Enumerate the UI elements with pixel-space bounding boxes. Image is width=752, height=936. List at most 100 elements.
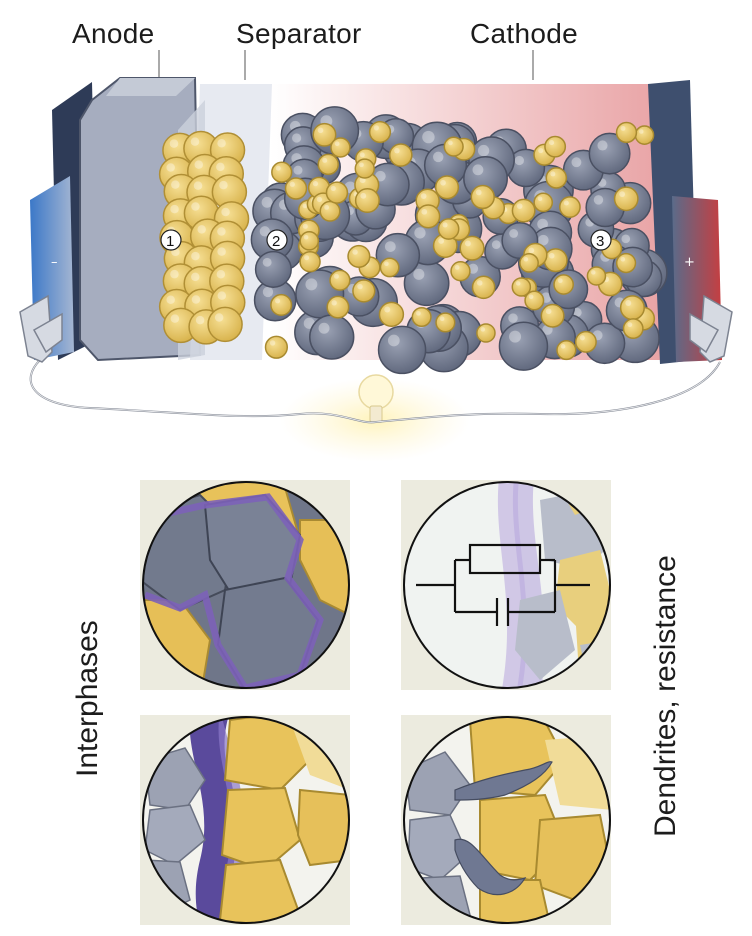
particle-highlight <box>442 222 448 228</box>
particle-highlight <box>333 273 339 279</box>
particle-highlight <box>448 140 453 146</box>
zoom-equivalent-circuit <box>401 480 611 690</box>
particle-highlight <box>591 270 596 275</box>
particle-highlight <box>625 300 632 306</box>
cathode-yellow-particle <box>435 312 456 333</box>
particle-highlight <box>538 147 544 154</box>
particle-highlight <box>416 310 421 316</box>
particle-highlight <box>439 316 445 322</box>
particle-highlight <box>166 163 175 172</box>
cathode-yellow-particle <box>299 250 321 273</box>
cathode-yellow-particle <box>622 318 644 339</box>
cathode-yellow-particle <box>511 198 536 223</box>
particle-highlight <box>509 229 519 238</box>
particle-highlight <box>191 272 200 282</box>
cathode-yellow-particle <box>476 323 496 343</box>
cathode-gray-particle <box>254 250 292 288</box>
particle-highlight <box>293 165 303 175</box>
particle-highlight <box>195 315 205 325</box>
cathode-yellow-particle <box>326 295 350 319</box>
particle-highlight <box>440 179 446 186</box>
particle-highlight <box>357 283 363 290</box>
particle-highlight <box>472 164 484 176</box>
cathode-yellow-particle <box>317 153 339 176</box>
particle-highlight <box>387 334 400 347</box>
particle-highlight <box>324 204 330 210</box>
particle-highlight <box>619 191 626 198</box>
cathode-yellow-particle <box>330 137 351 158</box>
particle-highlight <box>262 286 274 298</box>
right-clip-icon <box>689 294 733 363</box>
particle-highlight <box>318 322 330 334</box>
cathode-yellow-particle <box>270 293 293 316</box>
particle-highlight <box>219 180 228 190</box>
cathode-yellow-particle <box>615 252 637 274</box>
cathode-yellow-particle <box>553 274 574 295</box>
cathode-yellow-particle <box>352 279 376 303</box>
particle-highlight <box>303 234 309 240</box>
particle-highlight <box>572 307 582 318</box>
particle-highlight <box>384 306 391 313</box>
particle-highlight <box>360 192 367 199</box>
cathode-yellow-particle <box>312 122 337 147</box>
cathode-gray-particle <box>377 325 427 375</box>
cathode-yellow-particle <box>558 196 581 218</box>
particle-highlight <box>384 241 396 252</box>
cathode-yellow-particle <box>556 339 577 361</box>
particle-highlight <box>305 278 318 291</box>
particle-highlight <box>433 151 444 163</box>
particle-highlight <box>420 193 427 200</box>
cathode-yellow-particle <box>613 186 639 212</box>
zoom-dendrites <box>401 715 611 925</box>
cathode-yellow-particle <box>271 161 293 183</box>
marker-1: 1 <box>160 229 182 251</box>
particle-highlight <box>422 130 435 144</box>
particle-highlight <box>545 308 552 315</box>
cathode-yellow-particle <box>378 301 405 328</box>
particle-highlight <box>312 181 319 187</box>
cathode-yellow-particle <box>411 306 432 328</box>
left-clip-icon <box>19 294 63 363</box>
marker-2: 2 <box>266 229 288 251</box>
particle-highlight <box>170 204 179 214</box>
cathode-yellow-particle <box>619 295 645 321</box>
particle-highlight <box>394 147 400 154</box>
cathode-yellow-particle <box>368 120 392 144</box>
particle-highlight <box>193 181 203 190</box>
cathode-yellow-particle <box>511 277 532 297</box>
particle-highlight <box>620 256 626 262</box>
particle-highlight <box>166 295 175 305</box>
marker-3: 3 <box>590 229 612 251</box>
cathode-yellow-particle <box>354 188 380 214</box>
particle-highlight <box>475 189 482 196</box>
particle-highlight <box>221 207 230 217</box>
particle-highlight <box>216 162 225 172</box>
particle-highlight <box>217 291 227 300</box>
particle-highlight <box>191 295 201 304</box>
cathode-yellow-particle <box>437 218 460 240</box>
particle-highlight <box>170 314 180 323</box>
particle-highlight <box>621 234 631 244</box>
particle-highlight <box>384 261 389 267</box>
particle-highlight <box>537 234 549 246</box>
particle-highlight <box>214 313 224 322</box>
particle-highlight <box>627 322 633 328</box>
particle-highlight <box>537 218 548 230</box>
particle-highlight <box>190 137 200 146</box>
particle-highlight <box>571 157 582 168</box>
anode-particles <box>158 130 250 345</box>
particle-highlight <box>269 340 276 346</box>
particle-highlight <box>528 294 534 300</box>
particle-highlight <box>331 300 337 306</box>
particle-highlight <box>217 227 226 236</box>
particle-highlight <box>579 335 585 341</box>
cathode-yellow-particle <box>574 330 597 353</box>
cathode-yellow-particle <box>379 257 400 278</box>
cathode-yellow-particle <box>586 266 607 286</box>
cathode-yellow-particle <box>524 290 545 311</box>
particle-highlight <box>491 240 501 249</box>
cathode-gray-particle <box>498 321 549 371</box>
particle-highlight <box>548 252 555 259</box>
light-bulb-icon <box>358 374 394 423</box>
